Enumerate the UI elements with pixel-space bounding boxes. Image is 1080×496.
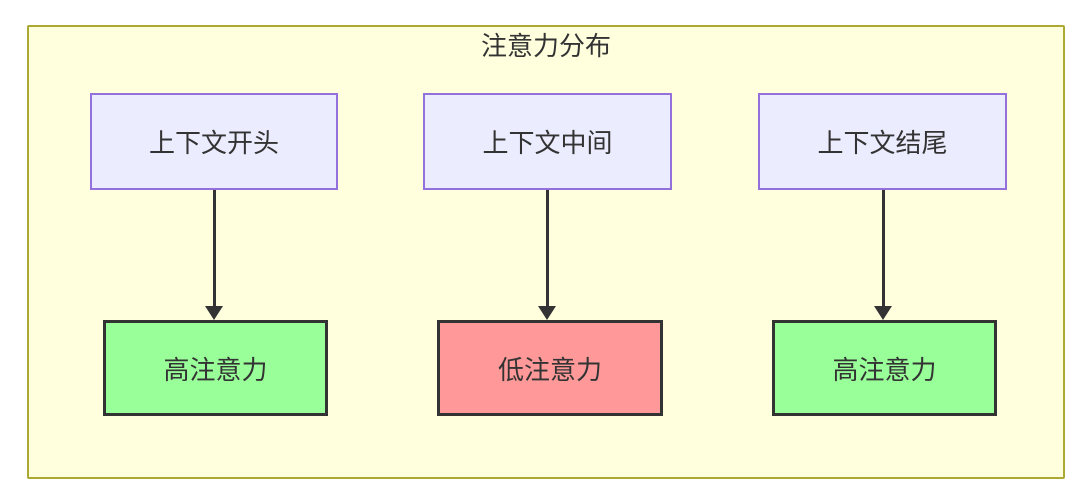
node-low-attention-middle: 低注意力 xyxy=(437,320,663,416)
arrow-end-to-high xyxy=(874,190,892,320)
arrow-middle-to-low xyxy=(538,190,556,320)
node-high-attention-left: 高注意力 xyxy=(103,320,328,416)
arrowhead-down-icon xyxy=(205,306,223,320)
node-context-middle: 上下文中间 xyxy=(423,93,672,190)
node-high-attention-right: 高注意力 xyxy=(772,320,997,416)
arrow-line xyxy=(881,190,885,307)
node-context-end: 上下文结尾 xyxy=(758,93,1007,190)
arrowhead-down-icon xyxy=(538,306,556,320)
arrow-line xyxy=(212,190,216,307)
arrow-line xyxy=(545,190,549,307)
arrow-beginning-to-high xyxy=(205,190,223,320)
arrowhead-down-icon xyxy=(874,306,892,320)
node-context-beginning: 上下文开头 xyxy=(90,93,338,190)
diagram-title: 注意力分布 xyxy=(480,31,611,61)
